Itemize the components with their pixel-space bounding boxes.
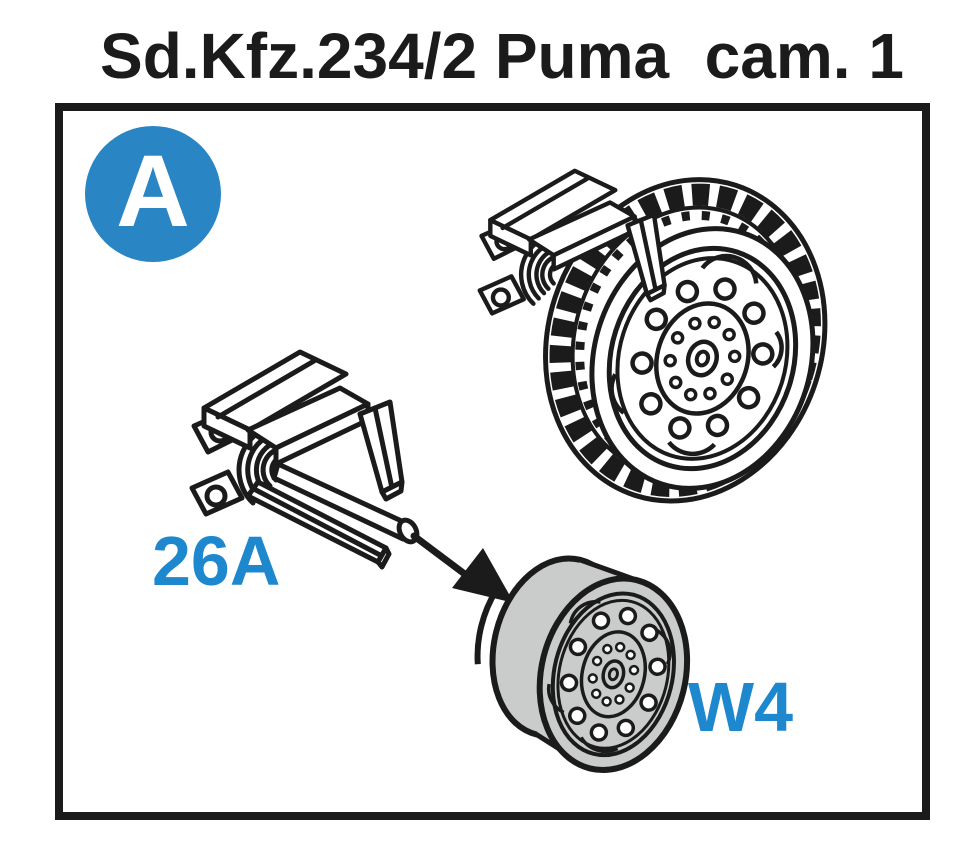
assembly-arrow-icon (410, 532, 514, 603)
part-label-26a: 26A (152, 522, 281, 600)
wheel-assembly-illustration (480, 143, 828, 504)
step-badge-letter: A (116, 134, 190, 248)
step-badge: A (85, 126, 221, 262)
diagram-frame (55, 103, 930, 820)
part-label-w4: W4 (688, 668, 793, 746)
wheel-hub-illustration (474, 555, 691, 774)
page-title: Sd.Kfz.234/2 Puma cam. 1 (100, 20, 904, 92)
